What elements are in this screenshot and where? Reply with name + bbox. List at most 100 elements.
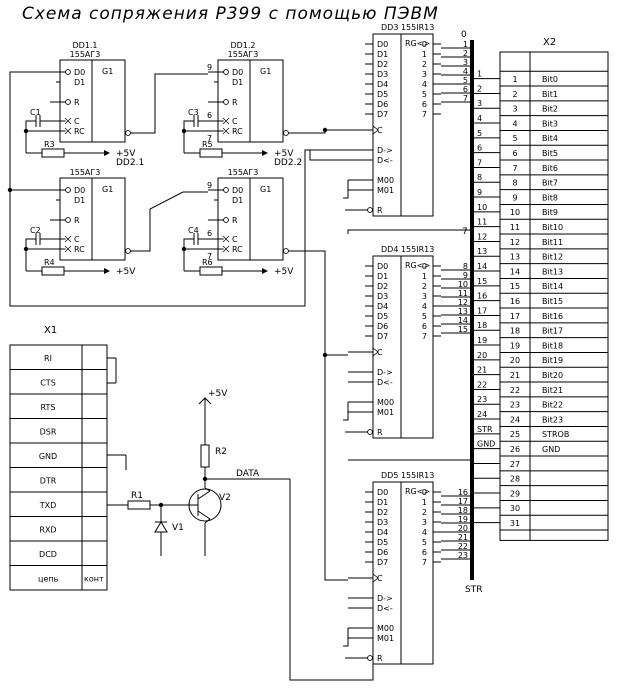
bus-tap-label: 2 bbox=[463, 49, 468, 58]
trigger-output-label: G1 bbox=[260, 67, 271, 76]
x2-pin-number: 11 bbox=[510, 223, 520, 232]
pin-number: 7 bbox=[207, 252, 212, 261]
bus-tap-label: 11 bbox=[458, 289, 468, 298]
capacitor-label: C1 bbox=[30, 108, 41, 117]
register-output-label: 0 bbox=[422, 488, 427, 497]
x2-signal-name: Bit3 bbox=[542, 119, 558, 128]
register: DD5 155IR13RG<>D0D1D2D3D4D5D6D701234567C… bbox=[343, 471, 441, 665]
x1-row-label: RXD bbox=[39, 526, 56, 535]
register-output-label: 5 bbox=[422, 90, 427, 99]
register-output-label: 6 bbox=[422, 548, 427, 557]
timing-resistor bbox=[41, 266, 65, 276]
trigger-id: DD1.2 bbox=[230, 41, 255, 50]
x2-signal-name: Bit8 bbox=[542, 193, 558, 202]
trigger-pin-label: D0 bbox=[232, 68, 243, 77]
cascade-wire bbox=[347, 229, 470, 234]
x1-row-label: DCD bbox=[39, 550, 57, 559]
register-control-label: R bbox=[377, 428, 383, 437]
x2-signal-name: Bit5 bbox=[542, 149, 558, 158]
x2-title: X2 bbox=[543, 37, 556, 48]
v1-label: V1 bbox=[172, 523, 184, 533]
clock-wire bbox=[293, 129, 373, 134]
inversion-bubble bbox=[223, 217, 229, 223]
register-control-label: C bbox=[377, 574, 383, 583]
x2-pin-number: 7 bbox=[512, 164, 517, 173]
register-input-label: D2 bbox=[377, 282, 388, 291]
x2-wire-label: 7 bbox=[477, 158, 482, 167]
register-input-label: D6 bbox=[377, 322, 388, 331]
cross-mark bbox=[222, 117, 230, 125]
x2-pin-number: 2 bbox=[512, 90, 517, 99]
bus-tap-label: 5 bbox=[463, 76, 468, 85]
x2-pin-number: 10 bbox=[510, 208, 520, 217]
x2-pin-number: 6 bbox=[512, 149, 517, 158]
x2-pin-number: 19 bbox=[510, 341, 520, 350]
ground-wire bbox=[343, 402, 349, 421]
clock-wire bbox=[324, 355, 348, 581]
register-input-label: D3 bbox=[377, 518, 388, 527]
register-input-label: D5 bbox=[377, 90, 388, 99]
inversion-bubble bbox=[283, 248, 289, 254]
x1-row-label: RTS bbox=[41, 403, 56, 412]
x2-pin-number: 12 bbox=[510, 238, 520, 247]
inversion-bubble bbox=[125, 130, 131, 136]
x2-pin-number: 18 bbox=[510, 327, 520, 336]
resistor-r1 bbox=[127, 500, 151, 510]
x2-pin-number: 3 bbox=[512, 105, 517, 114]
transistor-collector bbox=[197, 490, 211, 500]
register-mode: RG<> bbox=[405, 39, 430, 48]
resistor-label: R3 bbox=[44, 140, 55, 149]
register-control-label: C bbox=[377, 126, 383, 135]
register-control-label: D-> bbox=[377, 146, 393, 155]
bus-tap-label: 16 bbox=[458, 488, 468, 497]
pin-number: 6 bbox=[207, 111, 212, 120]
bus-tap-label: 7 bbox=[463, 94, 468, 103]
r1-label: R1 bbox=[131, 491, 143, 501]
capacitor-lead bbox=[25, 120, 36, 153]
supply-label: +5V bbox=[274, 267, 294, 277]
inversion-bubble bbox=[125, 248, 131, 254]
x2-wire-label: 6 bbox=[477, 144, 482, 153]
data-bus: 07STR12345678910111213141516171819202122… bbox=[441, 30, 482, 595]
register-output-label: 1 bbox=[422, 272, 427, 281]
x2-wire-label: 4 bbox=[477, 114, 482, 123]
r2-label: R2 bbox=[215, 447, 227, 457]
next-trigger-label: DD2.1 bbox=[116, 158, 144, 168]
bus-tap-label: 1 bbox=[463, 40, 468, 49]
x2-pin-number: 24 bbox=[510, 415, 520, 424]
x2-pin-number: 17 bbox=[510, 312, 520, 321]
monostable-triggers: DD1.1155АГ3D0D1RCRCG1C1R3+5VDD2.1DD1.215… bbox=[23, 41, 302, 277]
x2-signal-name: Bit22 bbox=[542, 401, 563, 410]
trigger-part: 155АГ3 bbox=[70, 50, 101, 59]
supply-arrow bbox=[198, 397, 212, 405]
ground-wire bbox=[343, 180, 349, 199]
register-title: DD5 155IR13 bbox=[381, 471, 434, 480]
arrow-head bbox=[262, 268, 268, 274]
trigger-pin-label: D0 bbox=[74, 186, 85, 195]
register-control-label: C bbox=[377, 348, 383, 357]
register-input-label: D3 bbox=[377, 70, 388, 79]
x2-signal-name: Bit23 bbox=[542, 415, 563, 424]
trigger-part: 155АГ3 bbox=[228, 50, 259, 59]
trigger-pin-label: RC bbox=[74, 127, 85, 136]
bus-tap-label: 21 bbox=[458, 533, 468, 542]
interconnect-wires bbox=[7, 71, 470, 681]
register-input-label: D7 bbox=[377, 332, 388, 341]
x2-wire-label: 9 bbox=[477, 188, 482, 197]
trigger-chain bbox=[135, 191, 208, 252]
register-output-label: 6 bbox=[422, 100, 427, 109]
capacitor-label: C2 bbox=[30, 226, 41, 235]
x1-title: X1 bbox=[44, 325, 57, 336]
x2-wire-label: 24 bbox=[477, 410, 487, 419]
inversion-bubble bbox=[367, 207, 373, 213]
register: DD4 155IR13RG<>D0D1D2D3D4D5D6D701234567C… bbox=[343, 245, 441, 439]
x2-pin-number: 22 bbox=[510, 386, 520, 395]
x2-signal-name: Bit14 bbox=[542, 282, 563, 291]
x2-signal-name: Bit17 bbox=[542, 327, 563, 336]
arrow-head bbox=[104, 268, 110, 274]
junction-dot bbox=[181, 246, 187, 252]
pin-number: 6 bbox=[207, 229, 212, 238]
